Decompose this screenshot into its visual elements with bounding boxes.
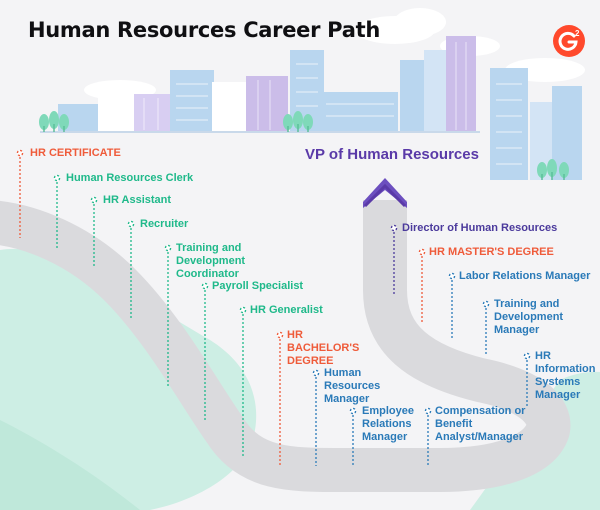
milestone-marker <box>390 224 398 232</box>
milestone-marker <box>424 407 432 415</box>
milestone-marker <box>127 220 135 228</box>
milestone-marker <box>418 248 426 256</box>
milestone-marker <box>448 272 456 280</box>
milestone-marker <box>349 407 357 415</box>
milestone-payroll-specialist: Payroll Specialist <box>212 280 304 292</box>
milestone-labor-relations-manager: Labor Relations Manager <box>459 270 591 282</box>
milestone-compensation-benefit-analyst: Compensation or Benefit Analyst/Manager <box>435 405 526 443</box>
milestone-director-of-human-resources: Director of Human Resources <box>402 222 558 234</box>
milestone-training-development-manager: Training and Development Manager <box>494 298 564 336</box>
trees <box>39 111 569 180</box>
milestone-marker <box>239 306 247 314</box>
milestone-hr-masters-degree: HR MASTER'S DEGREE <box>429 246 554 258</box>
milestone-marker <box>90 196 98 204</box>
goal-label: VP of Human Resources <box>305 146 479 163</box>
milestone-marker <box>164 244 172 252</box>
milestone-marker <box>53 174 61 182</box>
milestone-marker <box>523 352 531 360</box>
page-title: Human Resources Career Path <box>28 18 380 42</box>
milestone-hr-assistant: HR Assistant <box>103 194 172 206</box>
milestone-training-development-coordinator: Training and Development Coordinator <box>176 242 246 280</box>
city-skyline <box>40 36 582 180</box>
milestone-marker <box>312 369 320 377</box>
milestone-human-resources-clerk: Human Resources Clerk <box>66 172 194 184</box>
milestone-marker <box>16 149 24 157</box>
milestone-employee-relations-manager: Employee Relations Manager <box>362 405 414 443</box>
g2-logo: 2 <box>553 25 585 57</box>
milestone-hr-certificate: HR CERTIFICATE <box>30 147 121 159</box>
milestone-marker <box>276 331 284 339</box>
milestone-hr-generalist: HR Generalist <box>250 304 323 316</box>
milestone-marker <box>201 282 209 290</box>
milestone-human-resources-manager: Human Resources Manager <box>324 367 381 405</box>
milestone-recruiter: Recruiter <box>140 218 189 230</box>
milestone-marker <box>482 300 490 308</box>
career-road <box>0 200 571 492</box>
svg-text:2: 2 <box>575 29 580 38</box>
milestone-hr-information-systems-manager: HR Information Systems Manager <box>535 350 596 401</box>
milestone-hr-bachelors-degree: HR BACHELOR'S DEGREE <box>287 329 360 367</box>
